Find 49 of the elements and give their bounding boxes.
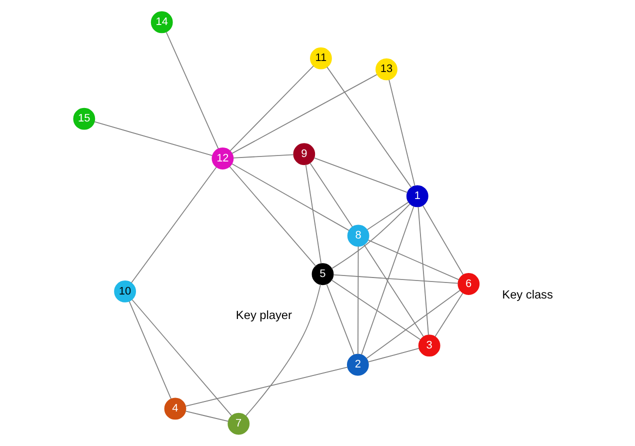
connector	[185, 410, 229, 422]
node-circle: 4	[164, 398, 186, 420]
connector	[333, 274, 459, 284]
connector	[366, 290, 460, 359]
node-circle: 8	[347, 224, 370, 247]
connector	[418, 206, 429, 336]
connector	[326, 66, 412, 188]
connector	[366, 202, 409, 230]
connector	[166, 31, 219, 150]
node-circle: 1	[406, 185, 428, 208]
connector	[245, 284, 321, 416]
node-circle: 13	[376, 58, 398, 80]
connector	[310, 162, 353, 228]
label: Key player	[236, 308, 292, 322]
connector	[232, 154, 294, 158]
node-circle: 10	[114, 280, 136, 302]
connector	[229, 166, 316, 267]
node-circle: 5	[312, 263, 334, 286]
node-circle: 14	[150, 11, 173, 34]
node-circle: 15	[73, 108, 96, 130]
connector	[185, 366, 348, 407]
connector	[357, 246, 359, 355]
connector	[232, 163, 350, 231]
connector	[368, 240, 460, 280]
connector	[360, 206, 414, 356]
connector	[364, 244, 424, 338]
connector	[368, 348, 420, 362]
connector	[314, 157, 408, 193]
connector	[132, 299, 232, 416]
connector	[230, 65, 314, 152]
connector	[232, 74, 378, 154]
connector	[388, 79, 416, 186]
label: Key class	[502, 288, 553, 302]
connector	[331, 280, 421, 340]
node-circle: 9	[293, 143, 316, 166]
connector	[131, 166, 217, 284]
node-circle: 2	[346, 354, 369, 376]
connector	[422, 205, 464, 276]
connector	[128, 301, 172, 400]
node-circle: 7	[228, 412, 250, 435]
connector	[94, 121, 213, 156]
node-circle: 11	[310, 47, 332, 70]
node-circle: 3	[418, 334, 440, 357]
node-circle: 12	[212, 148, 234, 170]
connector	[331, 204, 410, 269]
connector	[305, 164, 322, 264]
node-circle: 6	[458, 273, 480, 295]
connector	[434, 292, 464, 337]
connector	[326, 283, 354, 356]
